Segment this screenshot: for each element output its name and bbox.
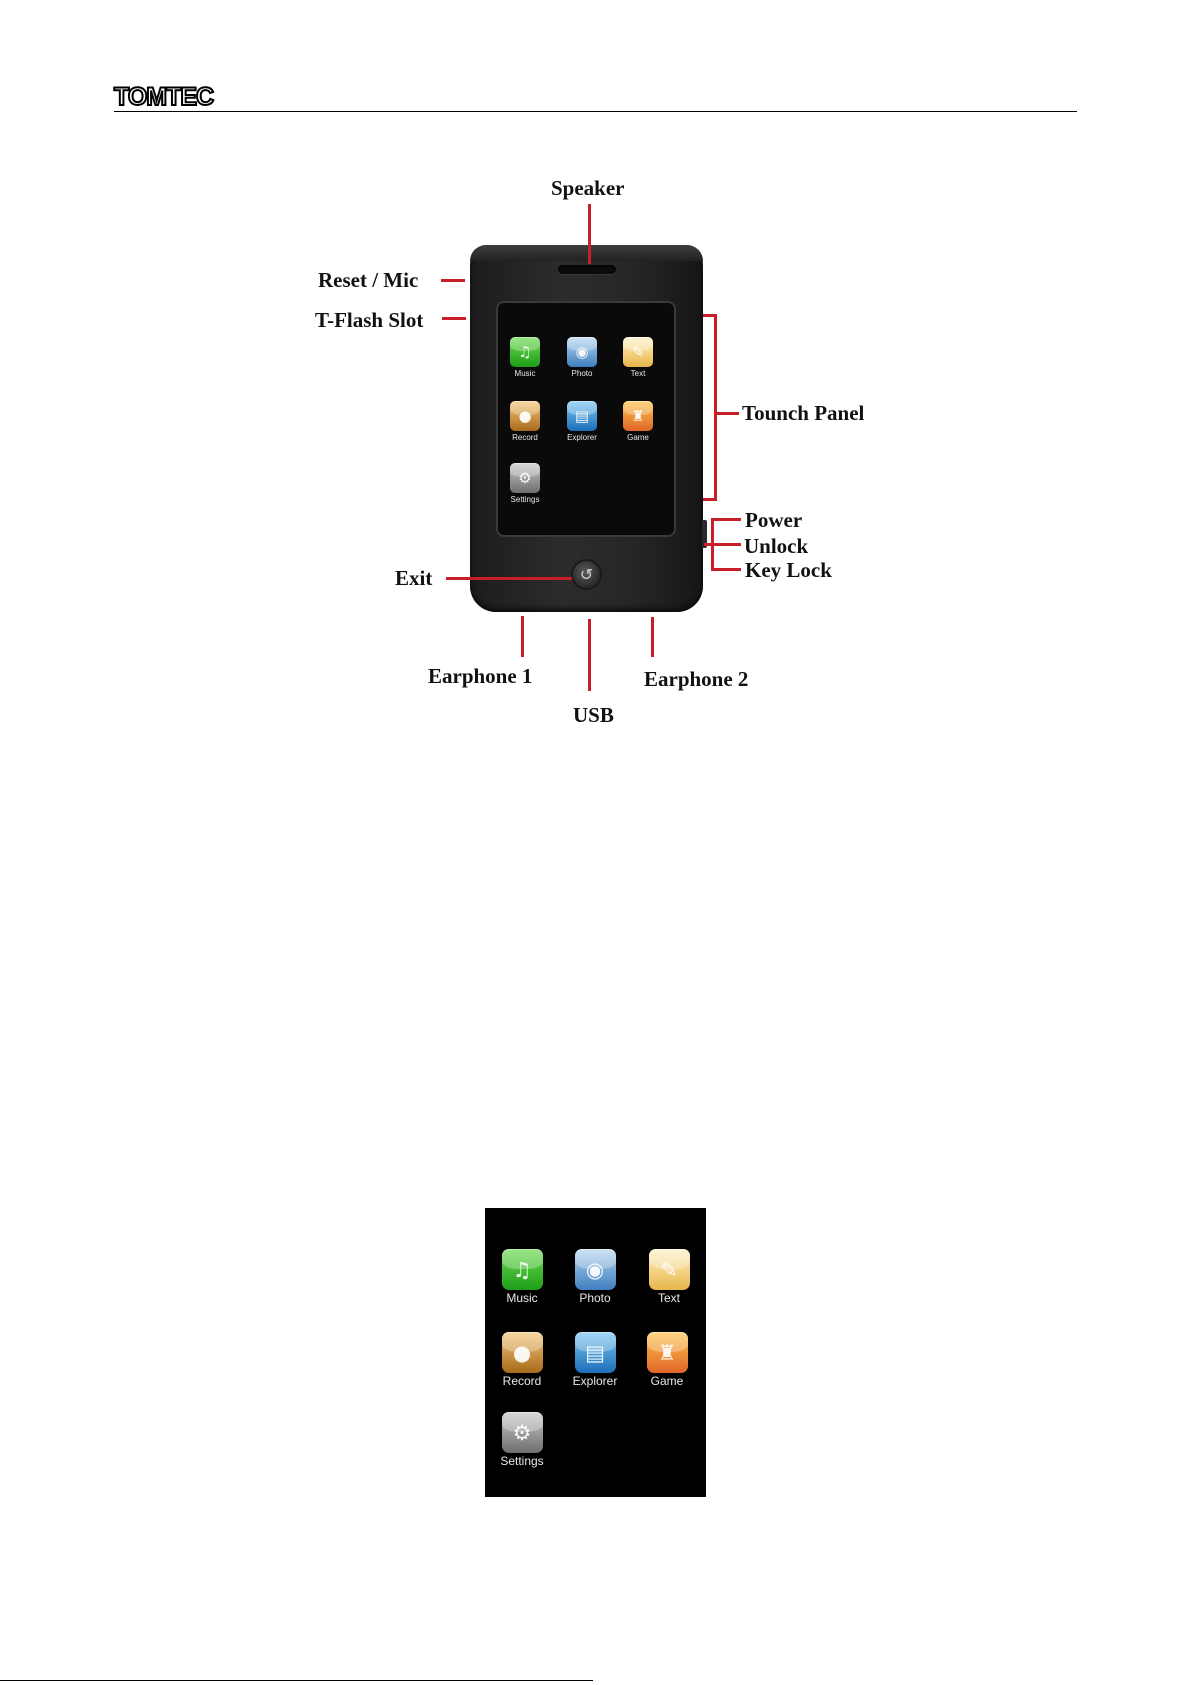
leader-touch-bracket xyxy=(714,314,717,501)
app-game[interactable]: ♜ Game xyxy=(630,1332,704,1388)
music-note-icon: ♫ xyxy=(502,1249,543,1290)
footer-rule xyxy=(0,1680,593,1681)
app-music[interactable]: ♫ Music xyxy=(485,1249,559,1305)
leader-earphone-1 xyxy=(521,616,524,657)
photo-icon: ◉ xyxy=(567,337,597,367)
app-music[interactable]: ♫ Music xyxy=(499,337,551,379)
label-power: Power xyxy=(745,508,802,532)
label-earphone-2: Earphone 2 xyxy=(644,667,748,691)
joystick-icon: ♜ xyxy=(647,1332,688,1373)
app-label: Settings xyxy=(485,1454,559,1468)
joystick-icon: ♜ xyxy=(623,401,653,431)
app-settings[interactable]: ⚙ Settings xyxy=(485,1412,559,1468)
app-label: Photo xyxy=(558,1291,632,1305)
app-game[interactable]: ♜ Game xyxy=(612,401,664,443)
photo-icon: ◉ xyxy=(575,1249,616,1290)
app-settings[interactable]: ⚙ Settings xyxy=(499,463,551,505)
device-top-edge xyxy=(470,245,703,261)
app-record[interactable]: ● Record xyxy=(485,1332,559,1388)
app-label: Photo xyxy=(556,368,608,379)
gear-icon: ⚙ xyxy=(510,463,540,493)
music-note-icon: ♫ xyxy=(510,337,540,367)
text-note-icon: ✎ xyxy=(623,337,653,367)
leader-touch-bracket-bottom xyxy=(703,498,717,501)
label-reset-mic: Reset / Mic xyxy=(318,268,418,292)
app-label: Explorer xyxy=(558,1374,632,1388)
app-label: Text xyxy=(612,368,664,379)
leader-speaker xyxy=(588,204,591,264)
speaker-slot xyxy=(558,265,616,274)
exit-icon: ↺ xyxy=(573,561,600,588)
leader-exit xyxy=(446,577,572,580)
leader-touch-bracket-top xyxy=(703,314,717,317)
leader-power xyxy=(711,518,741,521)
gear-icon: ⚙ xyxy=(502,1412,543,1453)
app-text[interactable]: ✎ Text xyxy=(612,337,664,379)
leader-key-lock xyxy=(711,568,741,571)
label-touch-panel: Tounch Panel xyxy=(742,401,864,425)
microphone-icon: ● xyxy=(502,1332,543,1373)
microphone-icon: ● xyxy=(510,401,540,431)
label-tflash-slot: T-Flash Slot xyxy=(315,308,423,332)
label-earphone-1: Earphone 1 xyxy=(428,664,532,688)
leader-earphone-2 xyxy=(651,617,654,657)
main-menu-screen: ♫ Music ◉ Photo ✎ Text ● Record ▤ Explor… xyxy=(485,1208,706,1497)
app-text[interactable]: ✎ Text xyxy=(632,1249,706,1305)
app-label: Record xyxy=(485,1374,559,1388)
header-rule xyxy=(114,111,1077,112)
touch-panel-screen: ♫ Music ◉ Photo ✎ Text ● Record ▤ Explor… xyxy=(498,303,674,535)
leader-reset-mic xyxy=(441,279,465,282)
tomtec-logo: TOMTEC xyxy=(114,83,213,111)
app-record[interactable]: ● Record xyxy=(499,401,551,443)
label-usb: USB xyxy=(573,703,614,727)
leader-unlock xyxy=(704,543,741,546)
label-exit: Exit xyxy=(395,566,432,590)
app-label: Game xyxy=(630,1374,704,1388)
label-unlock: Unlock xyxy=(744,534,808,558)
text-note-icon: ✎ xyxy=(649,1249,690,1290)
device-illustration: ♫ Music ◉ Photo ✎ Text ● Record ▤ Explor… xyxy=(470,245,703,612)
leader-touch-panel xyxy=(714,412,739,415)
app-photo[interactable]: ◉ Photo xyxy=(558,1249,632,1305)
app-label: Explorer xyxy=(556,432,608,443)
exit-button[interactable]: ↺ xyxy=(573,561,600,588)
folder-icon: ▤ xyxy=(575,1332,616,1373)
leader-usb xyxy=(588,619,591,691)
app-label: Game xyxy=(612,432,664,443)
app-photo[interactable]: ◉ Photo xyxy=(556,337,608,379)
label-speaker: Speaker xyxy=(551,176,625,200)
app-explorer[interactable]: ▤ Explorer xyxy=(556,401,608,443)
app-label: Record xyxy=(499,432,551,443)
folder-icon: ▤ xyxy=(567,401,597,431)
app-label: Settings xyxy=(499,494,551,505)
app-explorer[interactable]: ▤ Explorer xyxy=(558,1332,632,1388)
app-label: Music xyxy=(499,368,551,379)
app-label: Music xyxy=(485,1291,559,1305)
label-key-lock: Key Lock xyxy=(745,558,832,582)
leader-tflash xyxy=(442,317,466,320)
app-label: Text xyxy=(632,1291,706,1305)
